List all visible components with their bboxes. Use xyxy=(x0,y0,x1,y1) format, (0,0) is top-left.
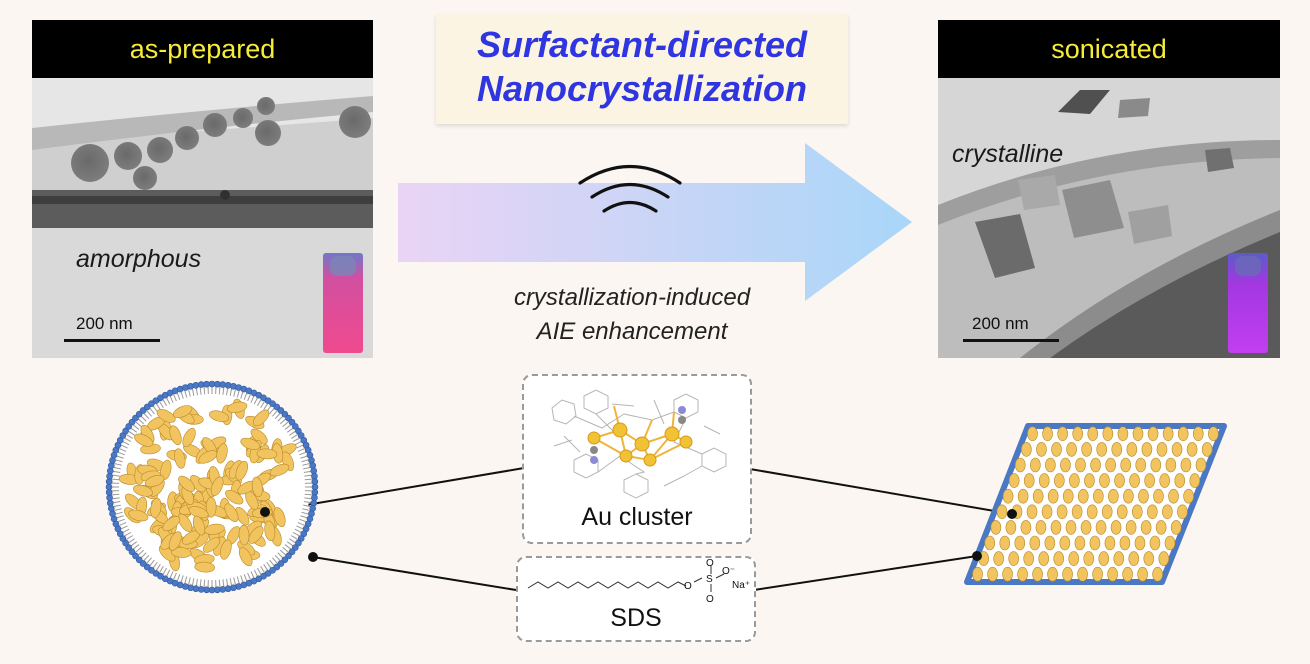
sound-waves-icon xyxy=(578,165,682,213)
vial-icon xyxy=(323,253,363,353)
sds-label: SDS xyxy=(610,604,662,632)
sds-oxygen-2: O xyxy=(706,558,714,569)
tem-image-as-prepared xyxy=(32,78,373,358)
title-line-1: Surfactant-directed xyxy=(476,24,808,65)
vial-icon xyxy=(1228,253,1268,353)
title-line-2: Nanocrystallization xyxy=(476,68,808,109)
caption-line-2: AIE enhancement xyxy=(536,318,728,345)
connector-dots xyxy=(260,507,1017,562)
crystalline-sheet xyxy=(964,423,1227,585)
sds-structure-icon: O S O O O⁻ Na⁺ xyxy=(527,558,750,605)
tem-image-sonicated xyxy=(938,78,1280,358)
caption-line-1: crystallization-induced xyxy=(513,284,751,311)
as-prepared-header: as-prepared xyxy=(32,20,373,78)
process-arrow xyxy=(398,143,912,301)
sds-oxygen-1: O xyxy=(684,581,692,592)
scale-bar-left xyxy=(64,339,160,342)
au-cluster-label: Au cluster xyxy=(581,503,693,531)
crystalline-label: crystalline xyxy=(952,140,1064,168)
sds-sodium: Na⁺ xyxy=(732,580,750,591)
sds-oxygen-minus: O⁻ xyxy=(722,566,735,577)
scale-bar-right xyxy=(963,339,1059,342)
title-box: Surfactant-directed Nanocrystallization xyxy=(436,14,848,124)
sds-sulfur: S xyxy=(706,574,713,585)
sds-oxygen-3: O xyxy=(706,594,714,605)
amorphous-label: amorphous xyxy=(76,245,202,273)
sonicated-header: sonicated xyxy=(938,20,1280,78)
amorphous-micelle xyxy=(105,380,319,594)
sds-box: O S O O O⁻ Na⁺ SDS xyxy=(516,556,756,642)
au-cluster-box: Au cluster xyxy=(522,374,752,544)
scale-label-right: 200 nm xyxy=(972,314,1029,333)
au-cluster-structure-icon xyxy=(551,389,727,499)
scale-label-left: 200 nm xyxy=(76,314,133,333)
